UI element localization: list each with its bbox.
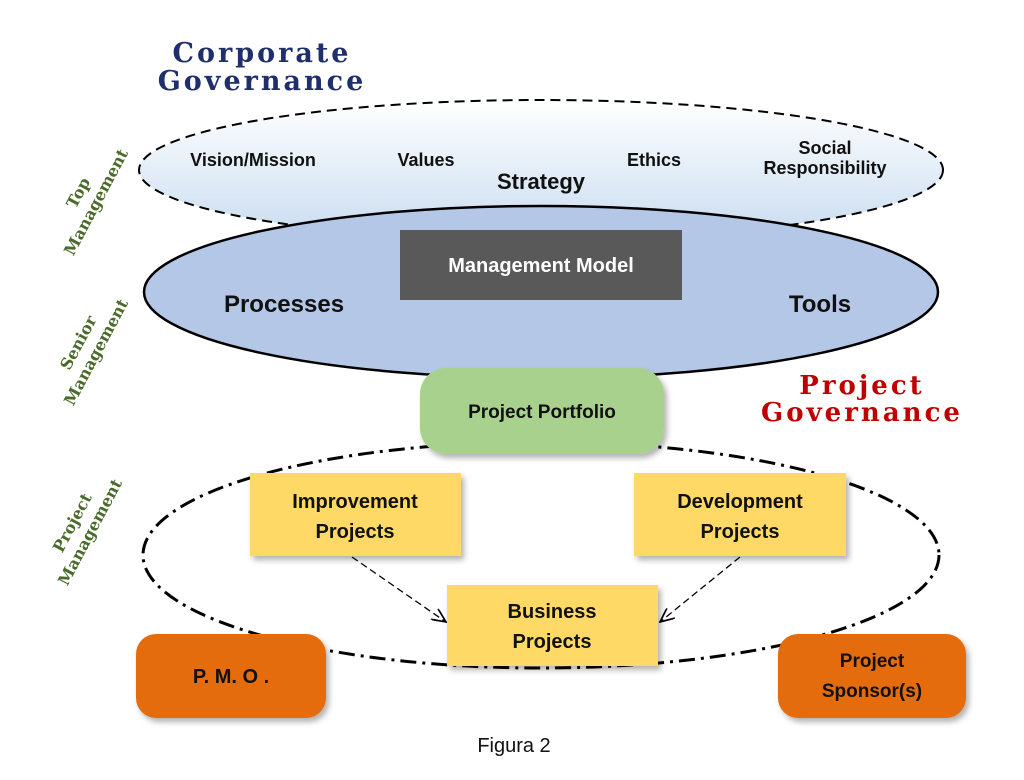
- project-sponsor-label-line1: Project: [840, 651, 905, 672]
- top-management-label: Top Management: [60, 145, 132, 258]
- business-projects-box: [447, 585, 658, 666]
- management-model-label: Management Model: [448, 255, 634, 277]
- pmo-box: [136, 634, 326, 718]
- project-governance-title-line1: Project: [799, 371, 924, 401]
- project-management-label: Project Management: [49, 475, 126, 588]
- improvement-projects-label-line2: Projects: [316, 521, 395, 543]
- improvement-projects-box: [250, 473, 461, 556]
- project-sponsor-label-line2: Sponsor(s): [822, 681, 922, 702]
- project-portfolio-label: Project Portfolio: [468, 402, 616, 423]
- pmo-label: P. M. O .: [193, 666, 269, 688]
- business-projects-label-line1: Business: [508, 601, 597, 623]
- tools-label: Tools: [789, 291, 851, 318]
- vision-mission-label: Vision/Mission: [190, 150, 316, 170]
- corporate-governance-title-line1: Corporate: [173, 38, 352, 69]
- social-responsibility-label-line1: Social: [798, 138, 851, 158]
- social-responsibility-label-line2: Responsibility: [763, 158, 886, 178]
- project-sponsor-box: [778, 634, 966, 718]
- development-projects-label-line1: Development: [677, 491, 803, 513]
- improvement-to-business-arrow: [351, 556, 446, 622]
- corporate-governance-title-line2: Governance: [158, 66, 367, 97]
- development-projects-box: [634, 473, 846, 556]
- development-projects-label-line2: Projects: [701, 521, 780, 543]
- ethics-label: Ethics: [627, 150, 681, 170]
- management-model-box: [400, 230, 682, 300]
- strategy-label: Strategy: [497, 169, 586, 194]
- project-portfolio-box: [420, 368, 664, 454]
- project-governance-title-line2: Governance: [761, 398, 963, 428]
- project-governance-ellipse: [141, 440, 941, 670]
- senior-management-label: Senior Management: [56, 295, 132, 408]
- development-to-business-arrow: [660, 556, 741, 622]
- values-label: Values: [397, 150, 454, 170]
- business-projects-label-line2: Projects: [513, 631, 592, 653]
- figure-caption: Figura 2: [477, 735, 550, 757]
- processes-label: Processes: [224, 291, 344, 318]
- improvement-projects-label-line1: Improvement: [292, 491, 418, 513]
